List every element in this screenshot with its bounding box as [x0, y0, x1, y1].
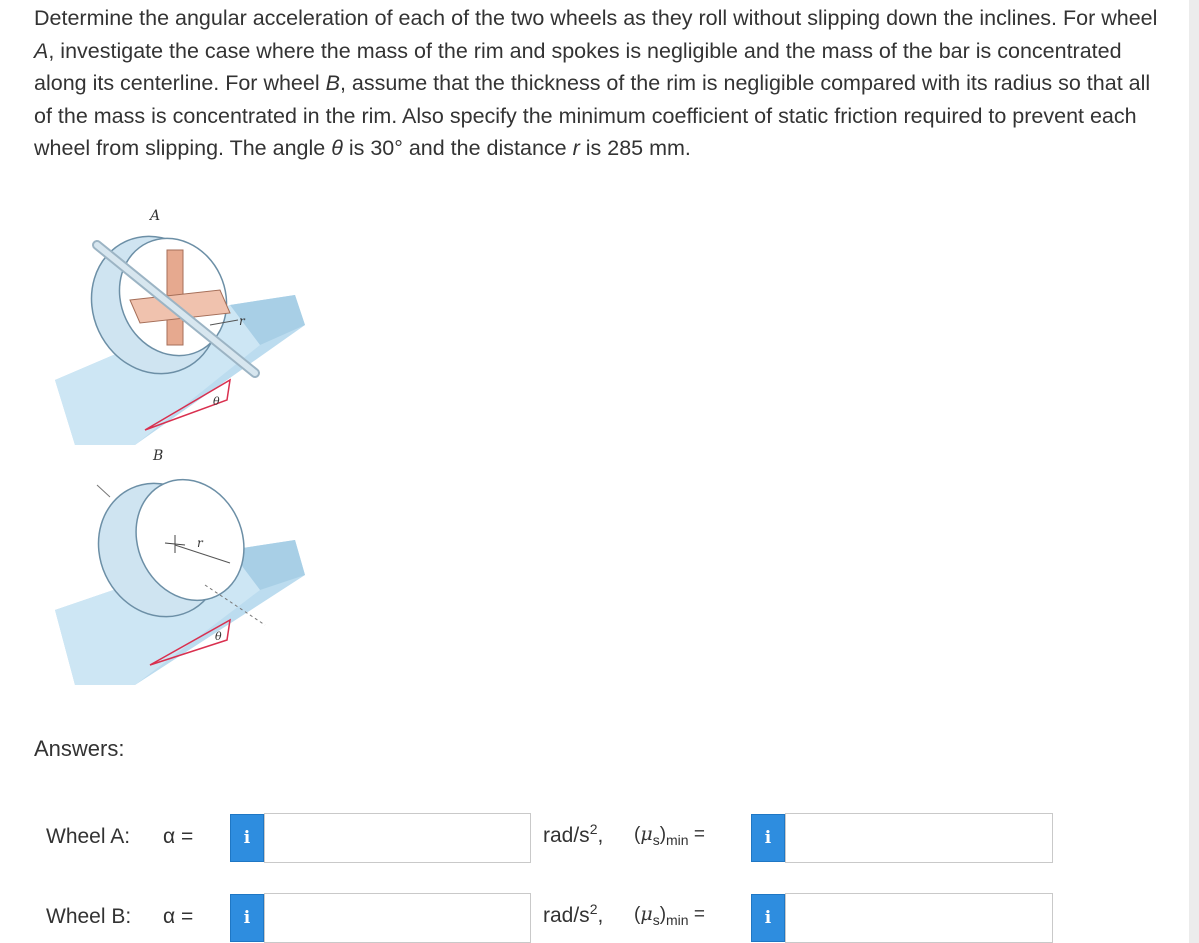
- alpha-label: α =: [163, 825, 194, 848]
- label-theta-a: θ: [213, 395, 220, 408]
- answer-row-wheel-a: Wheel A: α = i rad/s2, (μs)min = i: [0, 813, 1189, 863]
- wheels-figure: A r θ B r θ: [55, 208, 305, 685]
- angle-triangle-b: [149, 618, 231, 666]
- scroll-gutter: [1189, 0, 1199, 943]
- wheel-a: [90, 235, 260, 378]
- alpha-label: α =: [163, 905, 194, 928]
- mu-label: (μs)min =: [634, 903, 705, 928]
- answers-label: Answers:: [34, 736, 125, 761]
- row-label: Wheel B:: [46, 905, 132, 928]
- mu-label: (μs)min =: [634, 823, 705, 848]
- alpha-input[interactable]: [264, 893, 531, 943]
- unit-label: rad/s2,: [543, 901, 604, 927]
- label-r-a: r: [239, 314, 246, 328]
- wheel-b: [96, 478, 266, 626]
- angle-triangle-a: [144, 378, 231, 431]
- row-label: Wheel A:: [46, 825, 131, 848]
- mu-input[interactable]: [785, 813, 1053, 863]
- label-r-b: r: [197, 536, 204, 550]
- label-theta-b: θ: [215, 630, 222, 643]
- question-text: Determine the angular acceleration of ea…: [34, 6, 1158, 161]
- label-a: A: [148, 208, 160, 224]
- alpha-input[interactable]: [264, 813, 531, 863]
- unit-label: rad/s2,: [543, 821, 604, 847]
- info-icon[interactable]: i: [751, 814, 785, 862]
- info-icon[interactable]: i: [230, 894, 264, 942]
- label-b: B: [152, 448, 163, 464]
- mu-input[interactable]: [785, 893, 1053, 943]
- info-icon[interactable]: i: [751, 894, 785, 942]
- info-icon[interactable]: i: [230, 814, 264, 862]
- answer-row-wheel-b: Wheel B: α = i rad/s2, (μs)min = i: [0, 893, 1189, 943]
